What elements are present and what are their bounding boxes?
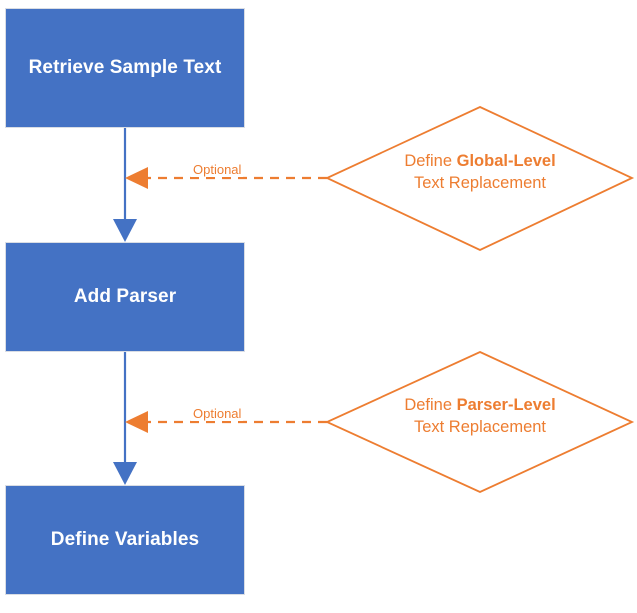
arrowhead-down-icon bbox=[113, 462, 137, 485]
arrowhead-left-icon bbox=[125, 167, 148, 189]
decision-diamond-global-level[interactable] bbox=[324, 106, 635, 251]
decision-label-parser-level: Define Parser-Level Text Replacement bbox=[352, 394, 608, 439]
decision-diamond-parser-level[interactable] bbox=[324, 351, 635, 493]
connector-retrieve-to-parser bbox=[113, 128, 137, 242]
decision-label-line-2: Text Replacement bbox=[413, 174, 547, 193]
decision-label-emphasis: Global-Level bbox=[456, 152, 556, 170]
process-node-label: Retrieve Sample Text bbox=[28, 57, 222, 78]
connector-label-optional-global: Optional bbox=[191, 162, 244, 177]
connector-label-optional-parser: Optional bbox=[191, 406, 244, 421]
arrowhead-left-icon bbox=[125, 411, 148, 433]
decision-label-prefix: Define bbox=[404, 152, 457, 170]
decision-label-global-level: Define Global-Level Text Replacement bbox=[352, 150, 608, 195]
process-node-add-parser[interactable]: Add Parser bbox=[5, 242, 245, 352]
process-node-define-variables[interactable]: Define Variables bbox=[5, 485, 245, 595]
decision-label-line-2: Text Replacement bbox=[413, 418, 547, 437]
decision-label-emphasis: Parser-Level bbox=[456, 396, 556, 414]
process-node-label: Define Variables bbox=[50, 529, 200, 550]
decision-label-line-1: Define Global-Level bbox=[352, 150, 608, 172]
decision-label-line-1: Define Parser-Level bbox=[352, 394, 608, 416]
arrowhead-down-icon bbox=[113, 219, 137, 242]
decision-label-prefix: Define bbox=[404, 396, 457, 414]
process-node-label: Add Parser bbox=[73, 286, 177, 307]
process-node-retrieve-sample-text[interactable]: Retrieve Sample Text bbox=[5, 8, 245, 128]
connector-parser-to-define bbox=[113, 352, 137, 485]
